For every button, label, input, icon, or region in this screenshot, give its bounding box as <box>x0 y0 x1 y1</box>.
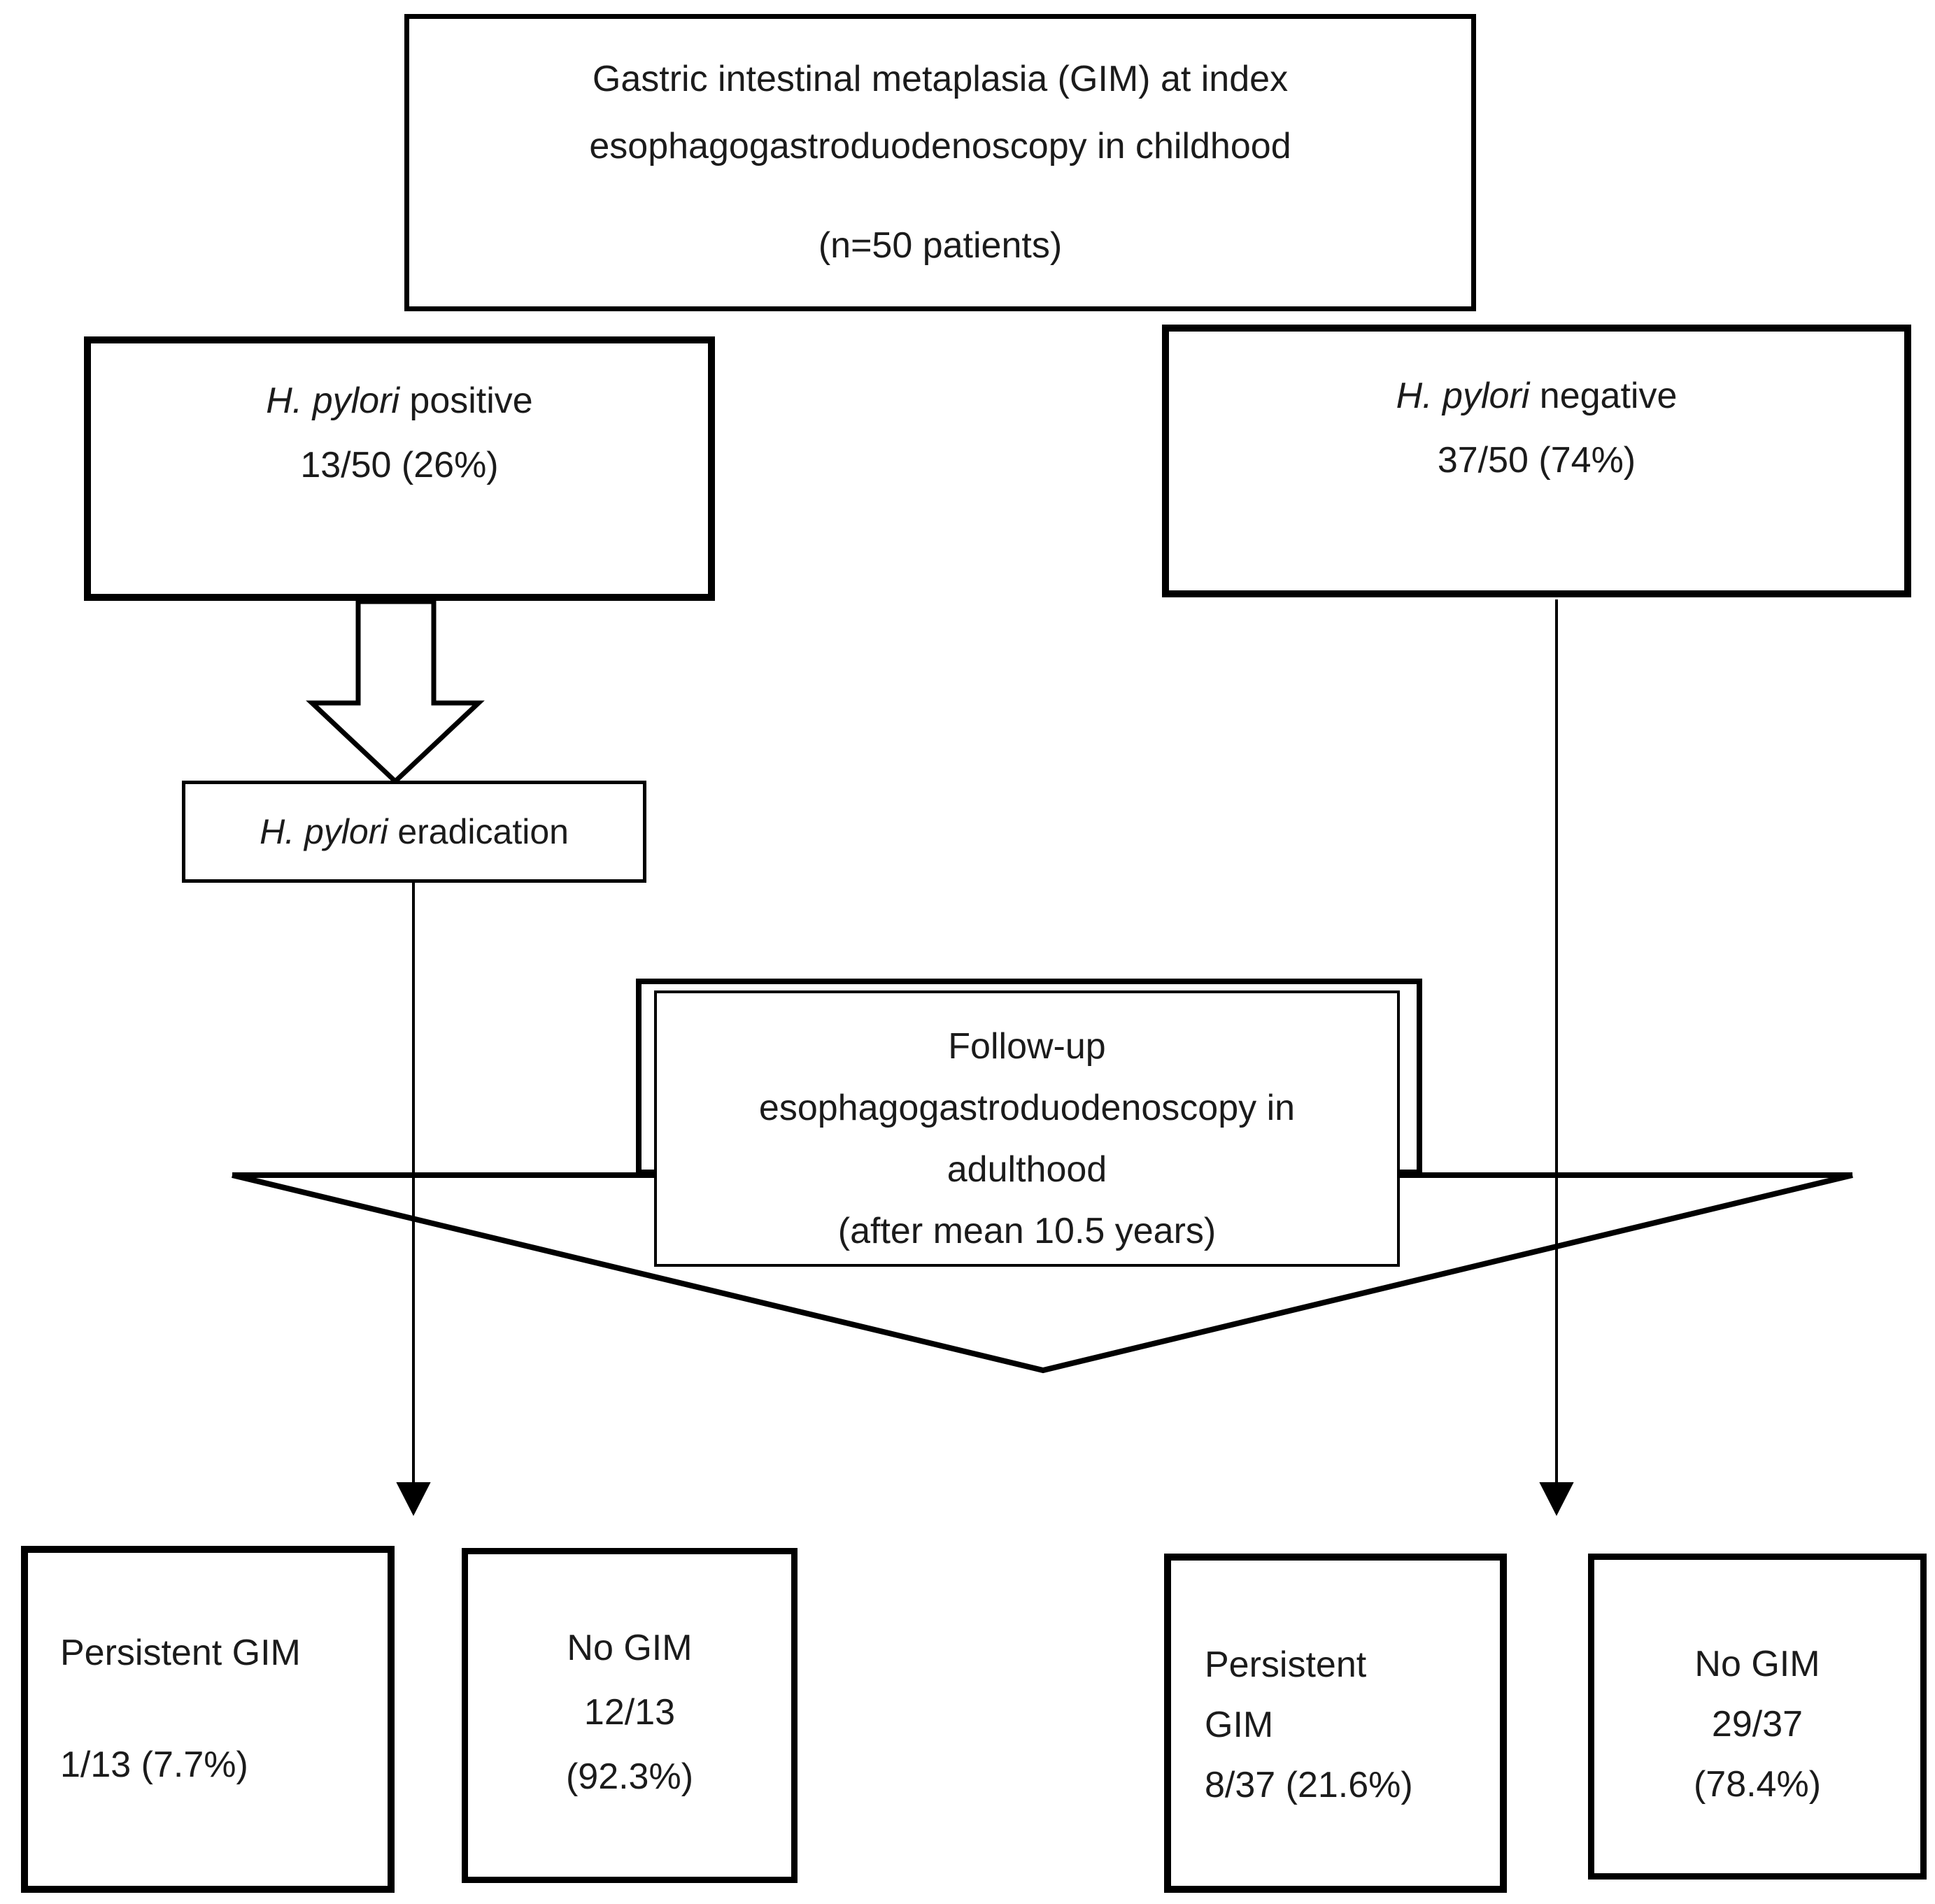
chevron-v-shape <box>232 1172 1853 1374</box>
eradication-box: H. pylori eradication <box>182 781 646 883</box>
hp-negative-rest: negative <box>1529 376 1678 416</box>
outcome-line: 1/13 (7.7%) <box>60 1745 248 1785</box>
outcome-line: No GIM <box>1694 1644 1820 1684</box>
eradication-species: H. pylori <box>260 812 388 851</box>
hp-negative-stat: 37/50 (74%) <box>1437 440 1636 481</box>
root-spacer <box>409 180 1471 212</box>
followup-line-2: esophagogastroduodenoscopy in <box>758 1088 1296 1128</box>
eradication-rest: eradication <box>388 812 569 851</box>
hp-positive-box: H. pylori positive 13/50 (26%) <box>84 336 715 601</box>
outcome-box-no-gim-negative: No GIM 29/37 (78.4%) <box>1588 1554 1927 1880</box>
block-arrow-down <box>306 599 485 785</box>
root-box-gim-index: Gastric intestinal metaplasia (GIM) at i… <box>404 14 1476 311</box>
hp-negative-box: H. pylori negative 37/50 (74%) <box>1162 325 1911 597</box>
hp-negative-label: H. pylori negative <box>1169 364 1904 428</box>
hp-positive-label: H. pylori positive <box>91 369 708 433</box>
outcome-line: Persistent <box>1205 1644 1367 1685</box>
outcome-box-no-gim-eradicated: No GIM 12/13 (92.3%) <box>462 1548 798 1883</box>
hp-positive-species: H. pylori <box>266 381 399 421</box>
hp-positive-stat: 13/50 (26%) <box>300 445 499 485</box>
outcome-box-persistent-gim-eradicated: Persistent GIM 1/13 (7.7%) <box>21 1546 395 1893</box>
outcome-line: 12/13 <box>583 1692 676 1733</box>
outcome-line: 29/37 <box>1711 1704 1803 1745</box>
outcome-line: (78.4%) <box>1693 1764 1822 1805</box>
root-line-2: esophagogastroduodenoscopy in childhood <box>589 126 1291 166</box>
hp-positive-rest: positive <box>399 381 533 421</box>
outcome-line: 8/37 (21.6%) <box>1205 1765 1413 1805</box>
eradication-label: H. pylori eradication <box>260 811 569 852</box>
connector-left-arrowhead <box>396 1482 431 1516</box>
root-line-1: Gastric intestinal metaplasia (GIM) at i… <box>592 59 1289 99</box>
outcome-line: Persistent GIM <box>60 1633 301 1673</box>
followup-line-1: Follow-up <box>948 1026 1106 1067</box>
connector-right-arrowhead <box>1539 1482 1574 1516</box>
outcome-box-persistent-gim-negative: Persistent GIM 8/37 (21.6%) <box>1164 1554 1507 1893</box>
outcome-line: No GIM <box>567 1628 693 1668</box>
outcome-line: GIM <box>1205 1705 1274 1745</box>
root-line-3: (n=50 patients) <box>818 225 1063 266</box>
outcome-line: (92.3%) <box>565 1756 694 1797</box>
followup-line-3: adulthood <box>947 1149 1107 1190</box>
hp-negative-species: H. pylori <box>1396 376 1530 416</box>
followup-inner-box: Follow-up esophagogastroduodenoscopy in … <box>654 990 1400 1267</box>
followup-line-4: (after mean 10.5 years) <box>837 1211 1217 1251</box>
